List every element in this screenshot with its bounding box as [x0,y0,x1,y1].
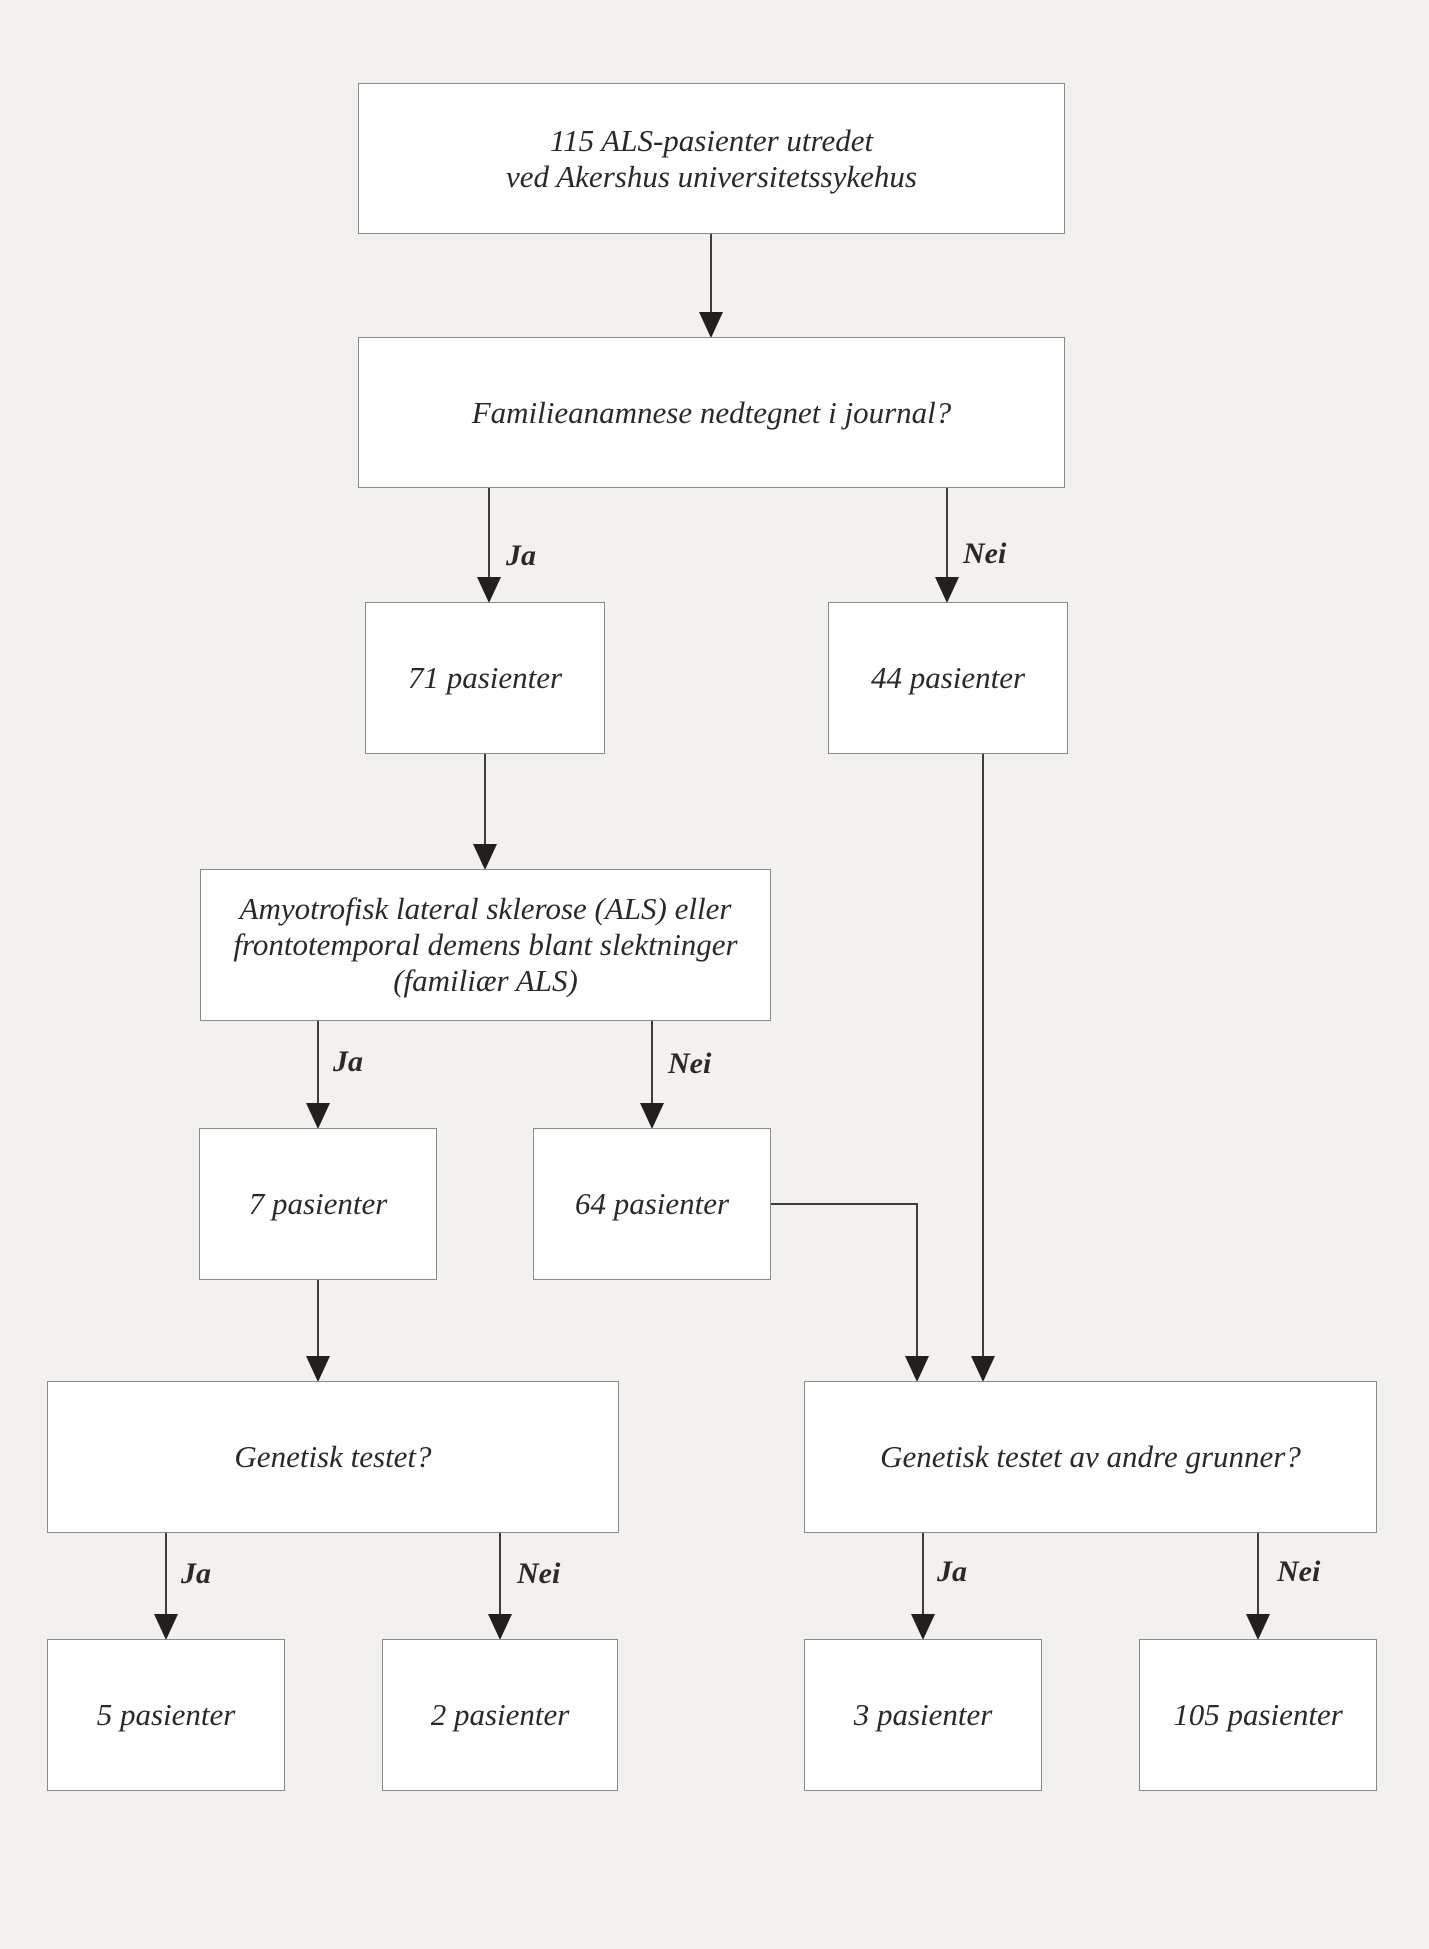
edge-other-nei-to-105 [1246,1533,1270,1640]
edge-71-to-familial-als [473,754,497,870]
node-genetic-tested-question-text: Genetisk testet? [234,1439,432,1474]
edge-label-other-ja: Ja [937,1555,967,1588]
edge-other-ja-to-3 [911,1533,935,1640]
edge-als-ja-to-7 [306,1021,330,1129]
node-genetic-tested-other-question-text: Genetisk testet av andre grunner? [880,1439,1301,1474]
edge-als-nei-to-64 [640,1021,664,1129]
edge-tested-ja-to-5 [154,1533,178,1640]
node-115-patients-line2: ved Akershus universitetssykehus [506,158,917,194]
node-familial-als-question: Amyotrofisk lateral sklerose (ALS) eller… [200,869,771,1021]
edge-tested-nei-to-2 [488,1533,512,1640]
node-115-patients-line1: 115 ALS-pasienter utredet [549,122,874,158]
edge-label-gen-ja: Ja [181,1557,211,1590]
edge-start-to-family [699,234,723,338]
node-5-patients-text: 5 pasienter [96,1697,236,1732]
node-115-patients: 115 ALS-pasienter utredet ved Akershus u… [358,83,1065,234]
node-genetic-tested-question: Genetisk testet? [47,1381,619,1533]
node-44-patients-text: 44 pasienter [870,660,1026,695]
node-7-patients-text: 7 pasienter [248,1186,388,1221]
edge-label-family-ja: Ja [506,539,536,572]
node-64-patients: 64 pasienter [533,1128,771,1280]
node-familial-als-question-line3: (familiær ALS) [393,963,578,998]
node-3-patients-text: 3 pasienter [853,1697,993,1732]
node-2-patients-text: 2 pasienter [430,1697,570,1732]
node-family-history-question: Familieanamnese nedtegnet i journal? [358,337,1065,488]
node-7-patients: 7 pasienter [199,1128,437,1280]
node-105-patients: 105 pasienter [1139,1639,1377,1791]
node-familial-als-question-line2: frontotemporal demens blant slektninger [233,927,738,962]
edge-family-nei-to-44 [935,488,959,603]
edge-label-als-nei: Nei [668,1047,712,1080]
node-5-patients: 5 pasienter [47,1639,285,1791]
edge-label-gen-nei: Nei [517,1557,561,1590]
edge-label-als-ja: Ja [333,1045,363,1078]
node-genetic-tested-other-question: Genetisk testet av andre grunner? [804,1381,1377,1533]
node-3-patients: 3 pasienter [804,1639,1042,1791]
edge-64-to-tested-other [771,1203,929,1382]
edge-label-family-nei: Nei [963,537,1007,570]
node-family-history-question-text: Familieanamnese nedtegnet i journal? [471,394,952,430]
edge-label-other-nei: Nei [1277,1555,1321,1588]
node-2-patients: 2 pasienter [382,1639,618,1791]
edge-7-to-genetic-tested [306,1280,330,1382]
node-71-patients: 71 pasienter [365,602,605,754]
node-105-patients-text: 105 pasienter [1173,1697,1343,1732]
node-64-patients-text: 64 pasienter [574,1186,730,1221]
node-familial-als-question-line1: Amyotrofisk lateral sklerose (ALS) eller [239,891,732,926]
node-44-patients: 44 pasienter [828,602,1068,754]
edge-family-ja-to-71 [477,488,501,603]
node-71-patients-text: 71 pasienter [407,660,563,695]
edge-44-to-tested-other [971,754,995,1382]
